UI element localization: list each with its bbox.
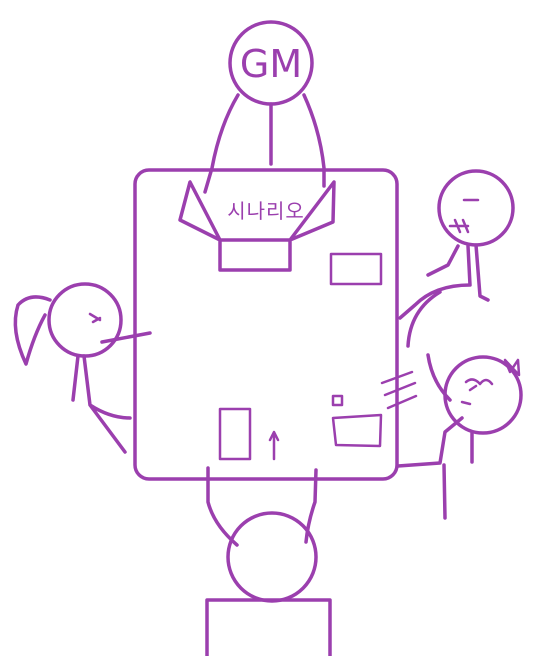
player-left — [13, 282, 152, 454]
player-bottom-right-arm — [304, 468, 318, 544]
card-bottom — [218, 407, 252, 461]
player-right-upper-face — [448, 198, 480, 234]
player-left-head — [47, 282, 123, 358]
motion-lines — [380, 370, 418, 410]
ponytail — [13, 295, 52, 366]
player-right-upper — [398, 169, 515, 348]
player-right-upper-head — [437, 169, 515, 247]
player-bottom-body — [205, 598, 332, 658]
card-top-right — [329, 252, 383, 286]
pencil-icon — [268, 430, 280, 461]
screen-label: 시나리오 — [227, 199, 305, 223]
gm-screen-panels — [178, 180, 336, 272]
player-right-lower-leg — [442, 463, 447, 520]
gm-right-arm — [302, 93, 326, 188]
gm-screen: 시나리오 — [178, 180, 336, 272]
player-right-upper-body — [474, 243, 490, 302]
player-right-upper-arm-b — [398, 244, 472, 320]
gm-figure: GM — [203, 20, 326, 194]
player-right-lower — [380, 353, 523, 520]
player-bottom-head — [226, 511, 318, 603]
player-bottom-left-arm — [206, 466, 239, 547]
bow-icon — [503, 358, 521, 377]
player-right-lower-back — [426, 353, 452, 402]
player-left-body — [71, 354, 132, 454]
player-bottom — [205, 466, 332, 658]
die-icon — [331, 394, 344, 407]
gm-label: GM — [240, 42, 302, 86]
player-right-lower-face — [460, 378, 494, 406]
gm-left-arm — [203, 93, 240, 194]
player-right-upper-arm-a — [426, 244, 460, 277]
player-left-arm — [100, 331, 152, 344]
player-right-upper-leg — [406, 290, 442, 348]
player-left-mouth — [88, 312, 102, 324]
character-sheet — [331, 413, 383, 448]
game-table — [133, 168, 399, 481]
player-right-lower-arm — [396, 416, 464, 468]
